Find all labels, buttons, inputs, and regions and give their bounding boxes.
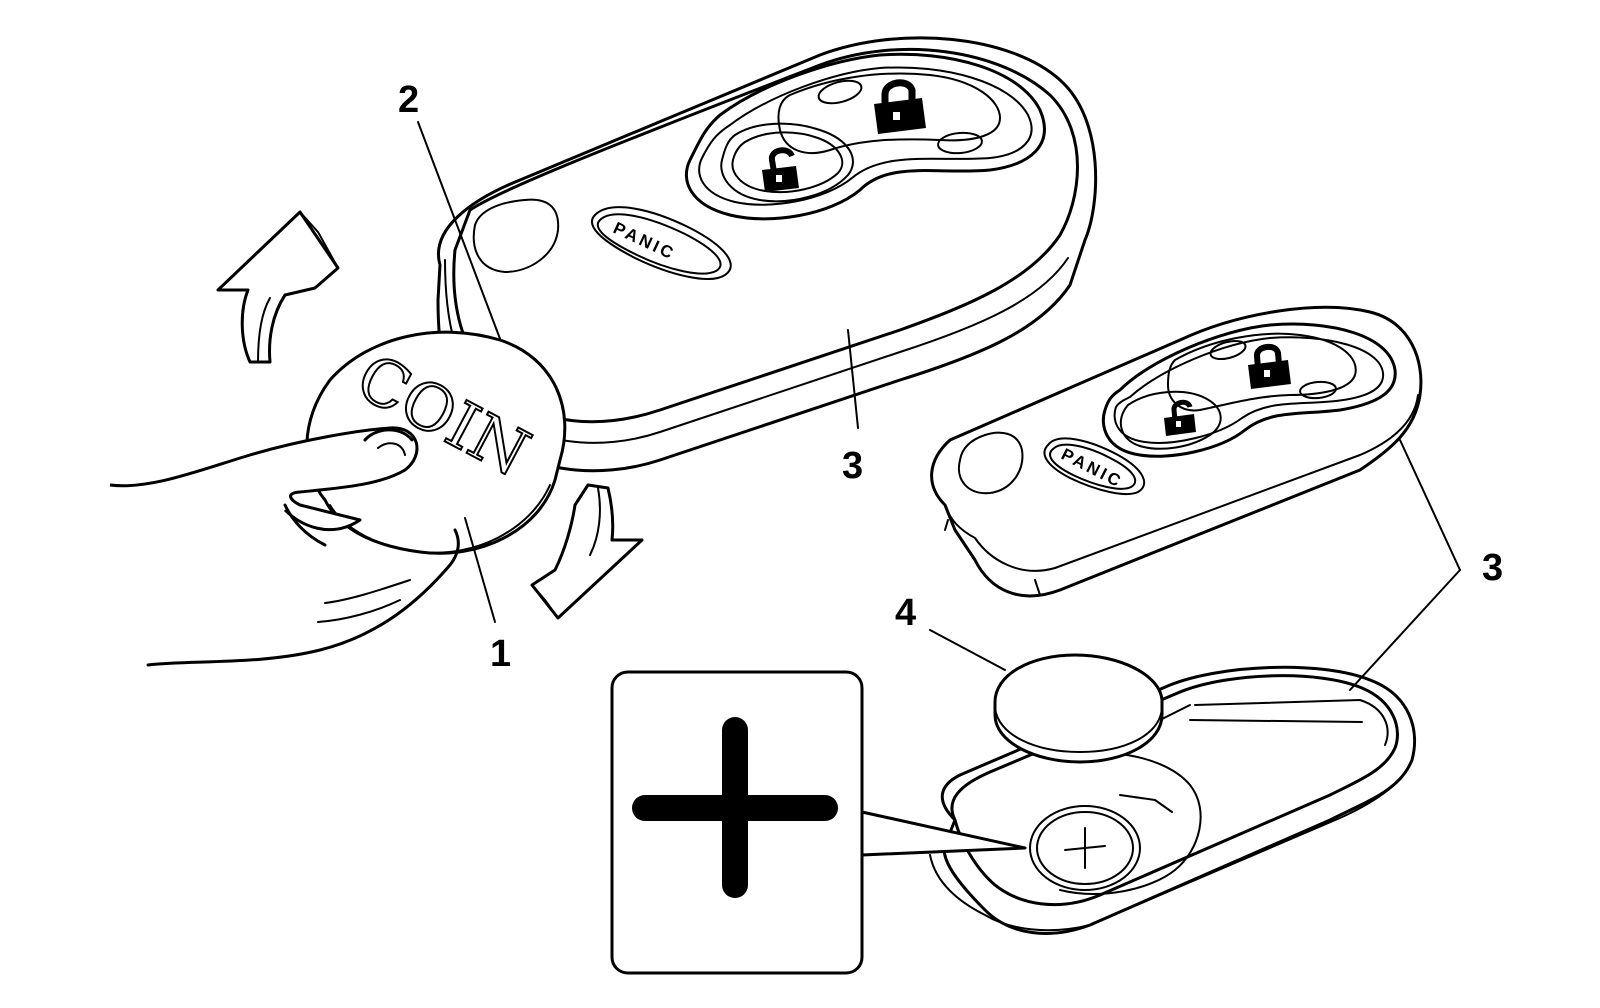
- lock-icon: [874, 79, 926, 134]
- key-fob-assembled: PANIC: [436, 36, 1098, 473]
- leader-line-battery: [929, 629, 1006, 671]
- callout-2-slot: 2: [398, 79, 419, 121]
- plus-icon-small: [1064, 827, 1106, 869]
- callout-4-battery: 4: [895, 592, 916, 634]
- leader-line-coin: [464, 517, 496, 623]
- callout-3-housing-right: 3: [1482, 547, 1503, 589]
- callout-3-housing-left: 3: [842, 445, 863, 487]
- leader-line-housing-left: [847, 329, 859, 429]
- callout-1-coin: 1: [490, 633, 511, 675]
- polarity-detail-box: [610, 670, 864, 975]
- leader-lines-housing-right: [1349, 439, 1461, 691]
- unlock-icon: [762, 147, 799, 192]
- leader-line-slot: [417, 121, 506, 353]
- curved-arrow-up-icon: [216, 210, 340, 364]
- key-fob-top-shell: PANIC: [930, 305, 1423, 598]
- plus-icon: [632, 717, 838, 898]
- curved-arrow-down-icon: [530, 483, 644, 620]
- unlock-icon-small: [1164, 399, 1196, 436]
- key-fob-bottom-shell: [929, 653, 1417, 935]
- battery: [993, 653, 1164, 764]
- lock-icon-small: [1248, 343, 1291, 389]
- hand-with-coin: COIN: [109, 330, 567, 667]
- coin: COIN: [305, 330, 567, 555]
